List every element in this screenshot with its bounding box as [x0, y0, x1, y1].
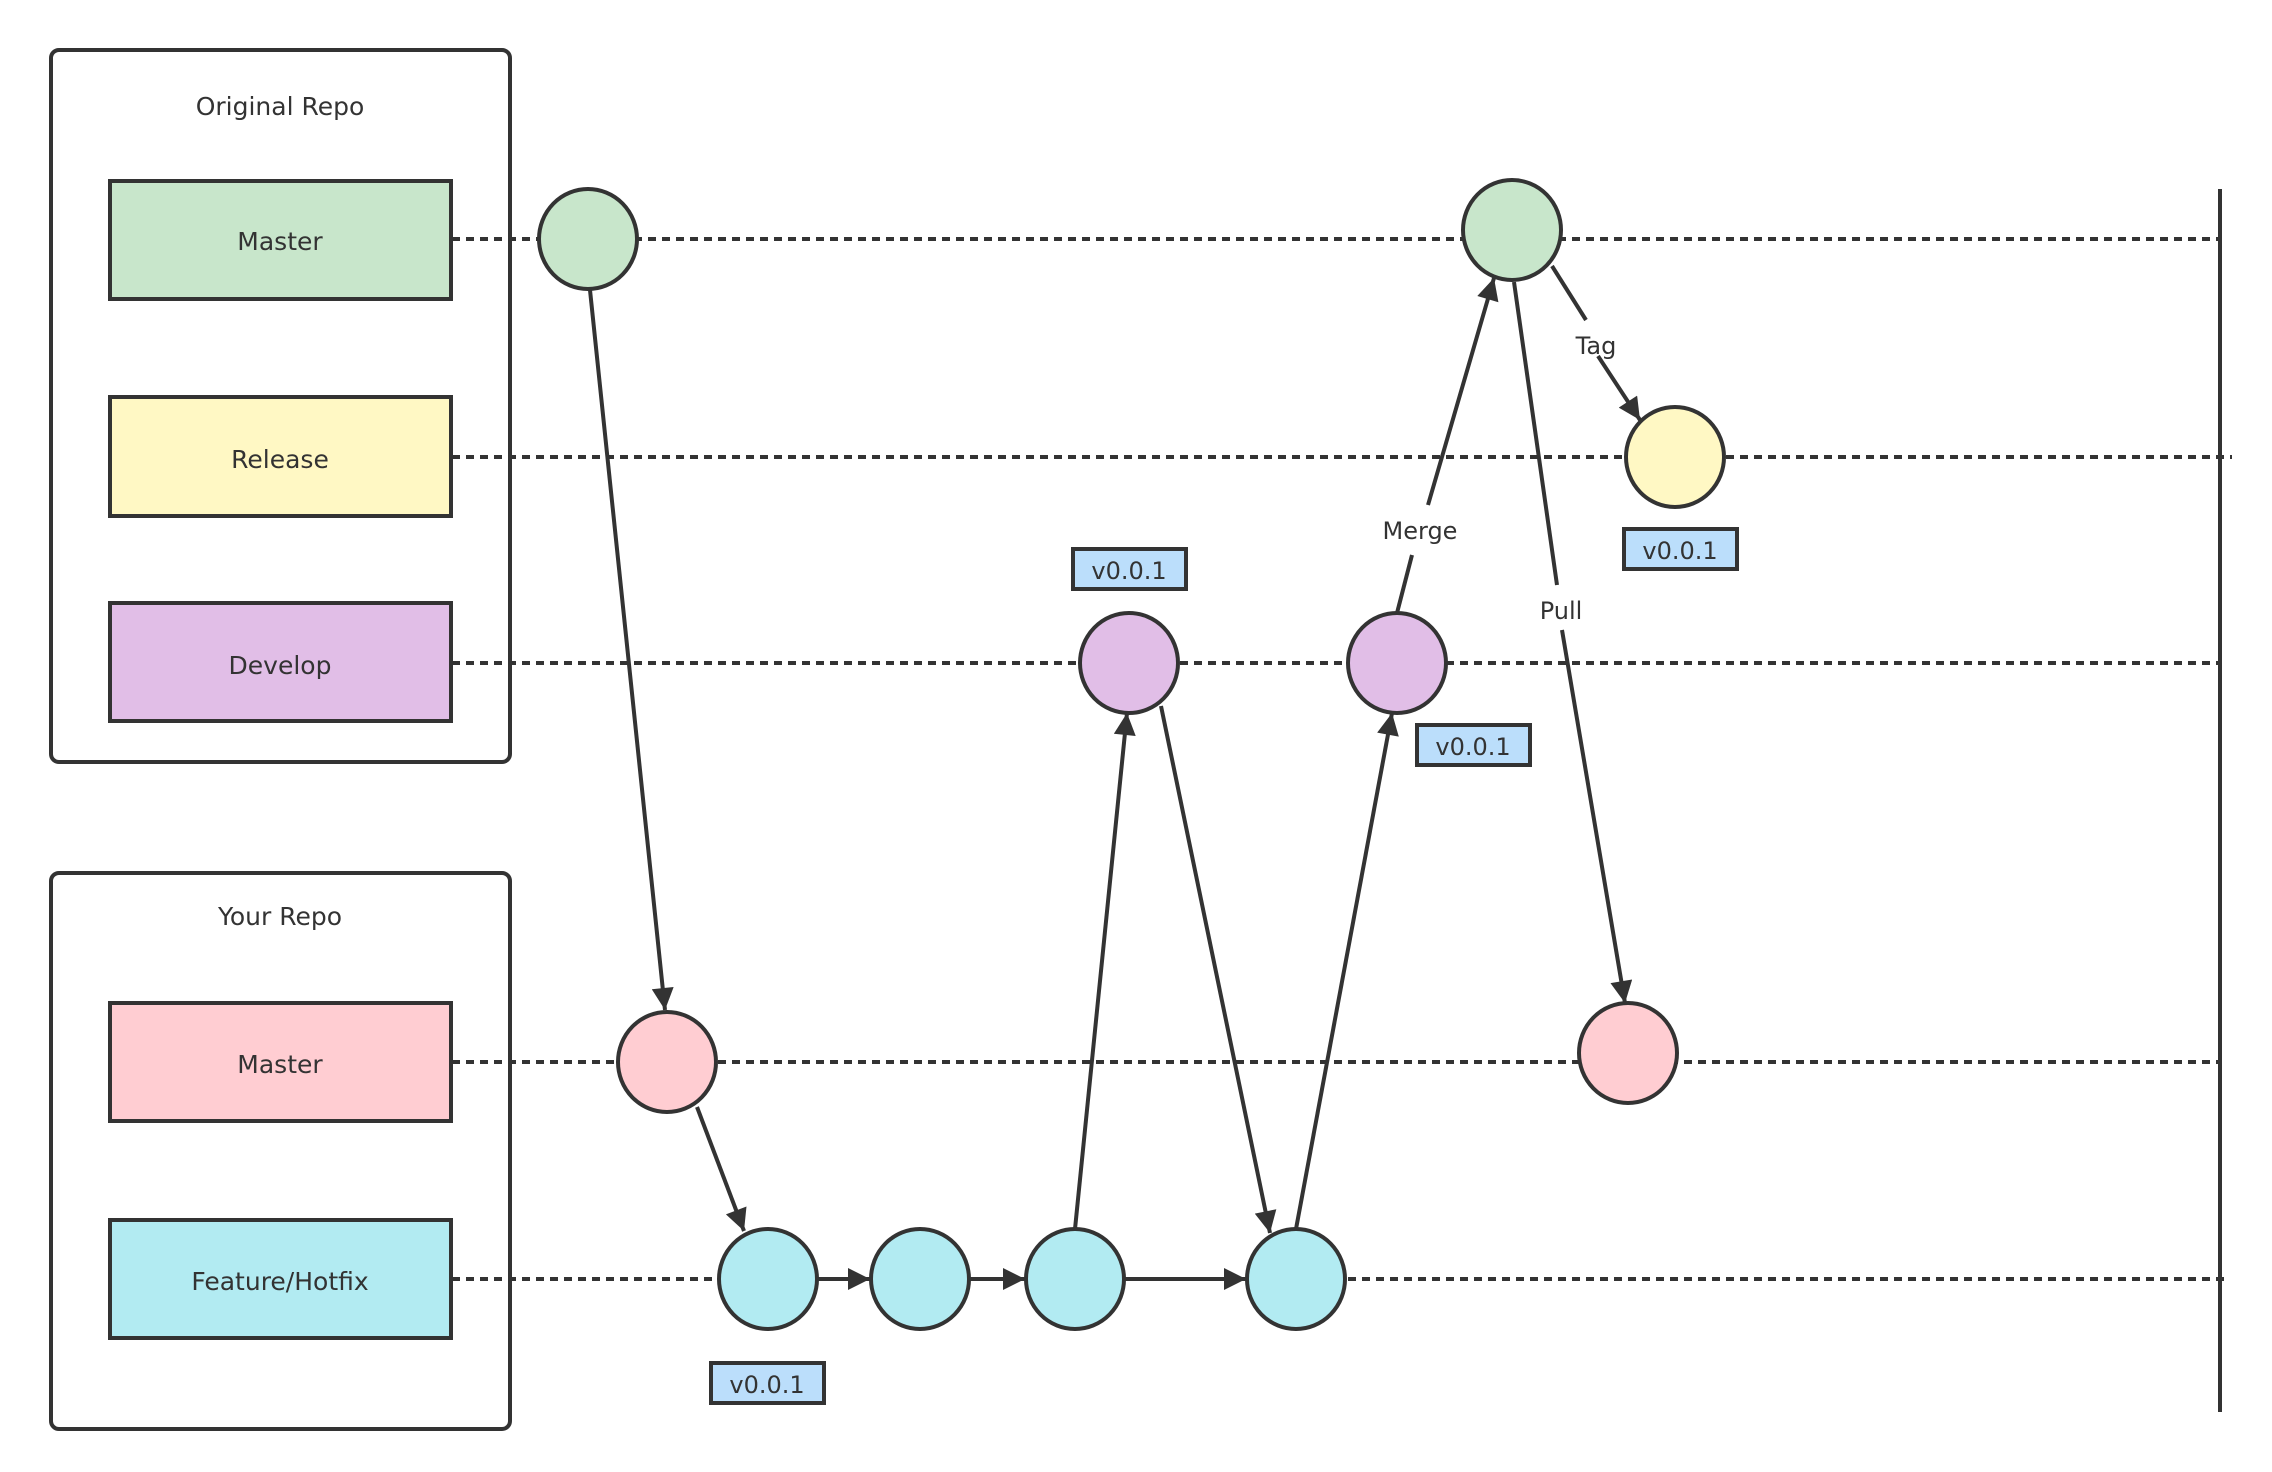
group-your-repo: Your Repo — [49, 871, 512, 1431]
edges — [588, 264, 1642, 1290]
group-title: Original Repo — [196, 92, 365, 121]
group-title: Your Repo — [217, 902, 342, 931]
version-tag-label: v0.0.1 — [1435, 733, 1510, 761]
branch-box-develop[interactable]: Develop — [108, 601, 453, 723]
commit-node[interactable] — [1346, 611, 1448, 715]
commit-node[interactable] — [717, 1227, 819, 1331]
edge-label-pull: Pull — [1540, 597, 1583, 625]
edge-tag-lower — [1596, 354, 1642, 422]
commit-node[interactable] — [869, 1227, 971, 1331]
commit-node[interactable] — [1577, 1001, 1679, 1105]
commit-node[interactable] — [1461, 178, 1563, 282]
commit-node[interactable] — [1024, 1227, 1126, 1331]
edge-feature-4-to-develop-2 — [1294, 712, 1399, 1230]
branch-box-feature[interactable]: Feature/Hotfix — [108, 1218, 453, 1340]
edge-tag-upper — [1550, 264, 1588, 322]
commit-nodes — [537, 178, 1726, 1331]
edge-feature-3-to-develop-1 — [1073, 712, 1136, 1230]
commit-node[interactable] — [616, 1010, 718, 1114]
branch-label: Develop — [229, 651, 332, 680]
version-tag-label: v0.0.1 — [1642, 537, 1717, 565]
branch-label: Feature/Hotfix — [191, 1267, 368, 1296]
edge-label-merge: Merge — [1383, 517, 1458, 545]
edge-orig-master-to-your-master — [588, 289, 674, 1011]
version-tag: v0.0.1 — [709, 1361, 826, 1405]
branch-lines — [452, 237, 2232, 1281]
version-tag: v0.0.1 — [1415, 723, 1532, 767]
branch-label: Master — [237, 1050, 323, 1079]
version-tag-label: v0.0.1 — [729, 1371, 804, 1399]
edge-merge-lower — [1395, 554, 1414, 614]
branch-box-orig-master[interactable]: Master — [108, 179, 453, 301]
edge-pull-upper — [1512, 281, 1559, 586]
edge-develop-1-to-feature-4 — [1159, 705, 1277, 1234]
edge-merge-upper — [1426, 277, 1499, 506]
commit-node[interactable] — [537, 187, 639, 291]
branch-box-your-master[interactable]: Master — [108, 1001, 453, 1123]
version-tag: v0.0.1 — [1071, 547, 1188, 591]
commit-node[interactable] — [1078, 611, 1180, 715]
branch-label: Release — [231, 445, 329, 474]
commit-node[interactable] — [1245, 1227, 1347, 1331]
edge-your-master-to-feature — [695, 1106, 747, 1232]
branch-label: Master — [237, 227, 323, 256]
edge-pull-lower — [1560, 629, 1633, 1004]
edge-label-tag: Tag — [1575, 332, 1617, 360]
commit-node[interactable] — [1624, 405, 1726, 509]
version-tag: v0.0.1 — [1622, 527, 1739, 571]
branch-box-release[interactable]: Release — [108, 395, 453, 518]
version-tag-label: v0.0.1 — [1091, 557, 1166, 585]
